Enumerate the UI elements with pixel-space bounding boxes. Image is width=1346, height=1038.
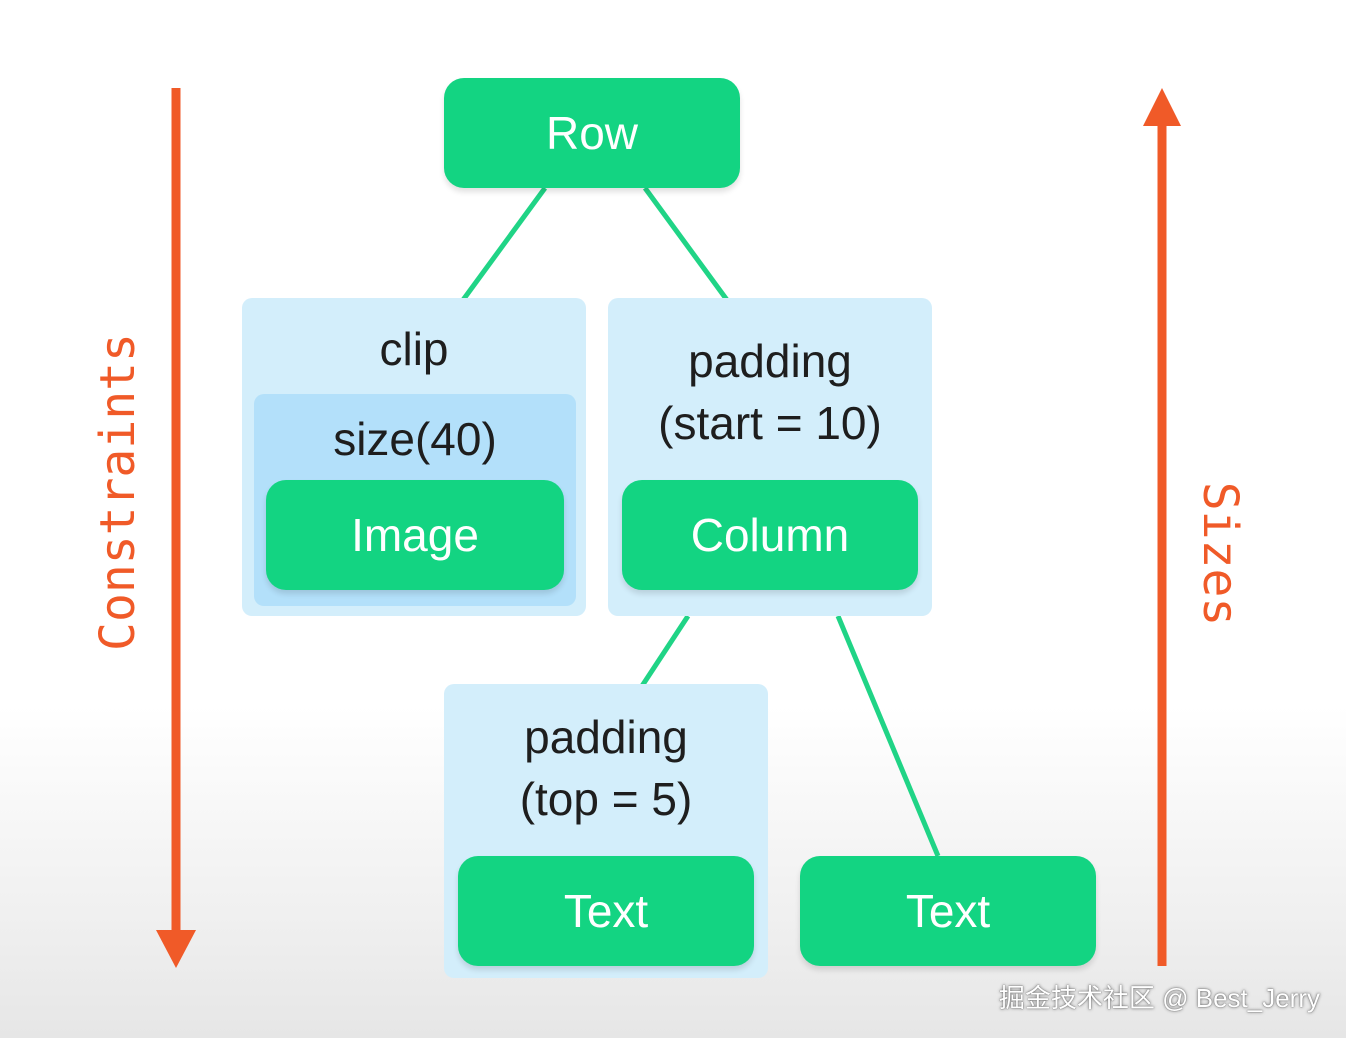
text-node-right: Text bbox=[800, 856, 1096, 966]
padding-start-modifier-label: padding (start = 10) bbox=[608, 330, 932, 454]
clip-modifier-label: clip bbox=[379, 323, 449, 375]
connector-column-text-right bbox=[835, 615, 941, 857]
padding-top-modifier-label: padding (top = 5) bbox=[444, 706, 768, 830]
connector-row-padding-start bbox=[642, 186, 730, 302]
connector-column-padding-top bbox=[639, 614, 691, 688]
padding-start-line1: padding bbox=[688, 335, 852, 387]
row-node: Row bbox=[444, 78, 740, 188]
constraints-label: Constraints bbox=[90, 333, 146, 651]
size-modifier-label: size(40) bbox=[333, 413, 497, 465]
sizes-arrow-head bbox=[1143, 88, 1181, 126]
column-node: Column bbox=[622, 480, 918, 590]
watermark: 掘金技术社区 @ Best_Jerry bbox=[998, 983, 1320, 1013]
connector-row-clip bbox=[460, 186, 548, 302]
padding-top-line2: (top = 5) bbox=[519, 773, 693, 825]
image-node: Image bbox=[266, 480, 564, 590]
text-node-left: Text bbox=[458, 856, 754, 966]
padding-start-line2: (start = 10) bbox=[658, 397, 882, 449]
sizes-label: Sizes bbox=[1192, 481, 1248, 627]
padding-top-line1: padding bbox=[524, 711, 688, 763]
constraints-arrow-head bbox=[156, 930, 196, 968]
